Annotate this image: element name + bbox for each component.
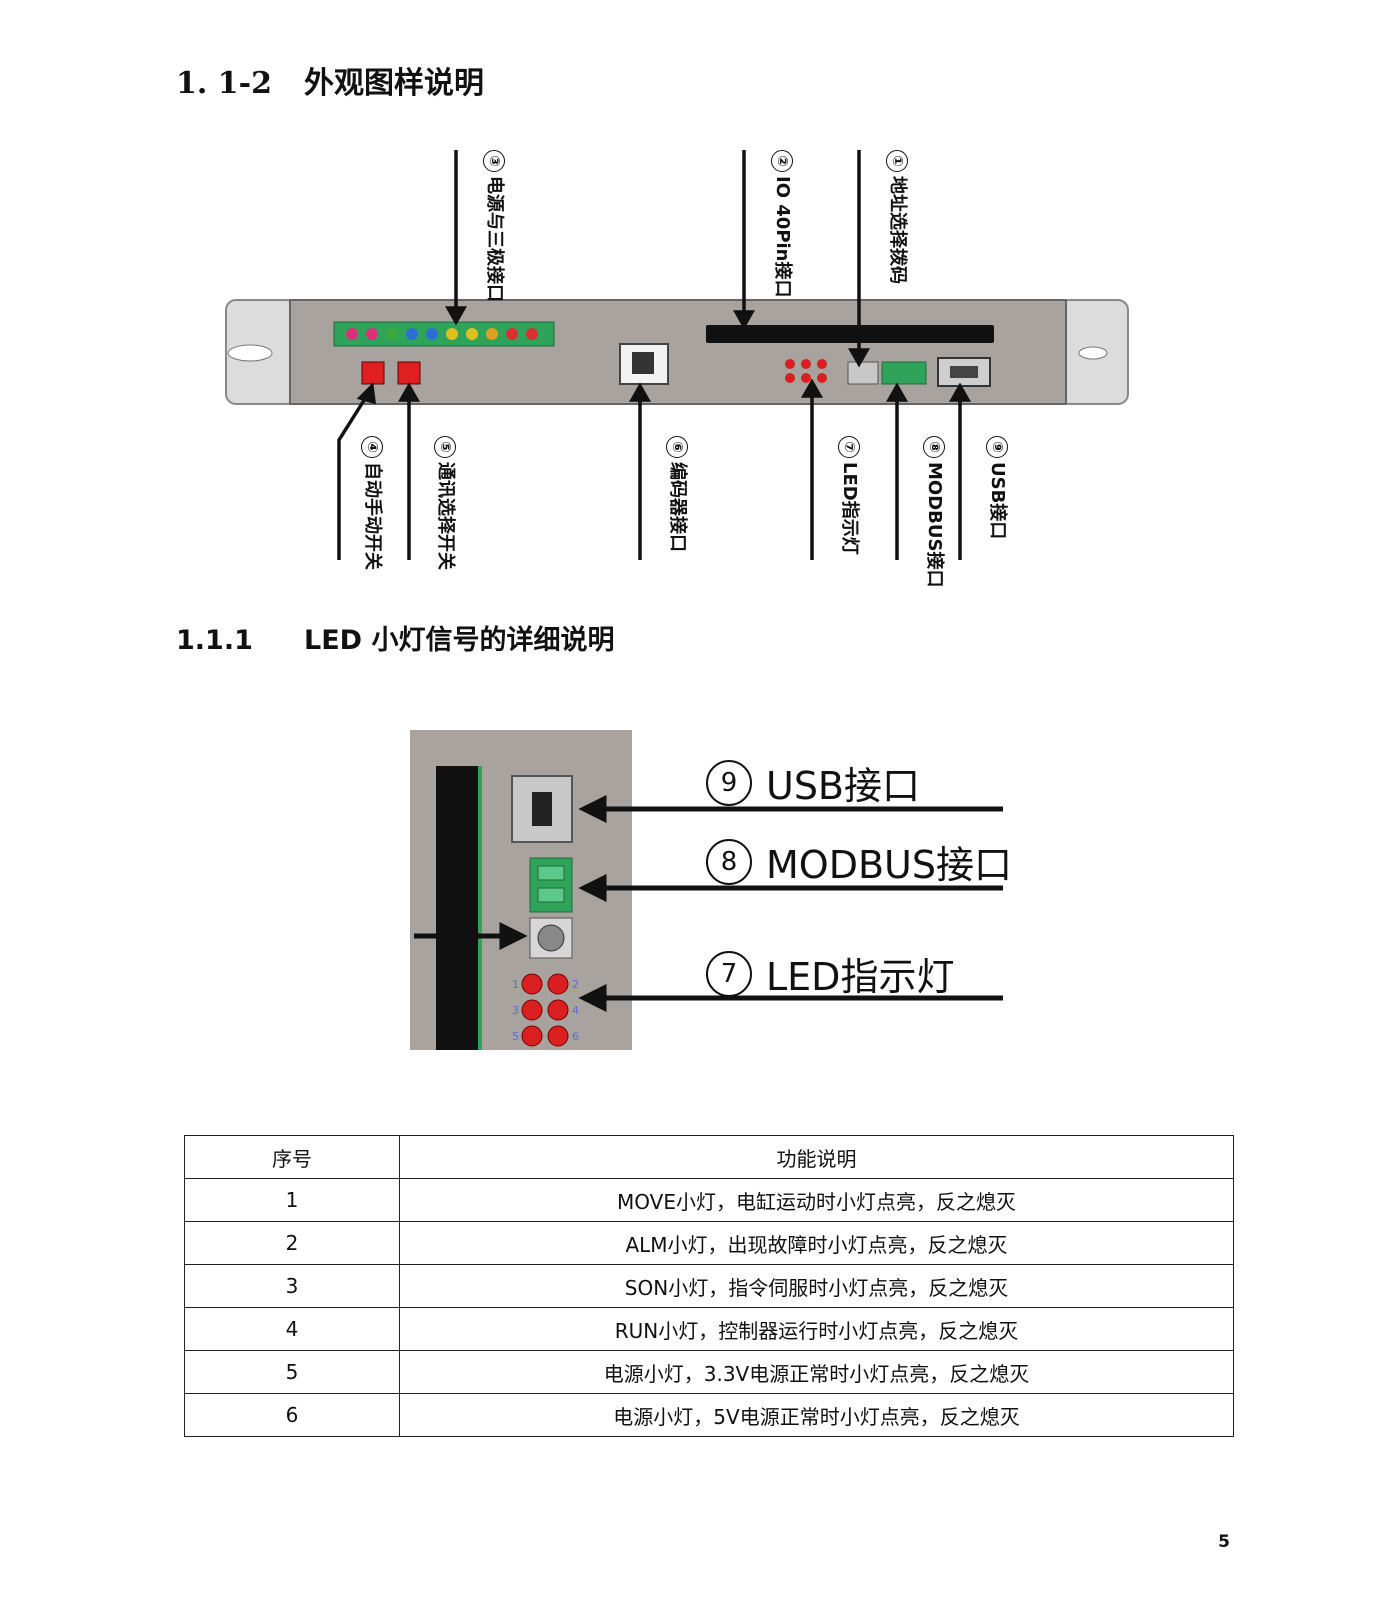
top-callout-lines xyxy=(444,150,871,368)
detail-leds xyxy=(521,973,569,1047)
row-index: 4 xyxy=(184,1307,400,1351)
callout-address-dial: ①地址选择拨码 xyxy=(886,150,908,284)
usb-port xyxy=(937,357,991,387)
svg-text:5: 5 xyxy=(512,1030,519,1043)
table-row: 2 ALM小灯，出现故障时小灯点亮，反之熄灭 xyxy=(184,1221,1234,1265)
row-description: 电源小灯，5V电源正常时小灯点亮，反之熄灭 xyxy=(399,1393,1234,1437)
section-heading-2: 1.1.1 LED 小灯信号的详细说明 xyxy=(176,618,614,657)
row-description: RUN小灯，控制器运行时小灯点亮，反之熄灭 xyxy=(399,1307,1234,1351)
callout-modbus: ⑧MODBUS接口 xyxy=(923,436,945,587)
row-index: 1 xyxy=(184,1178,400,1222)
io-40pin-connector xyxy=(706,325,994,343)
detail-arrows xyxy=(414,794,1003,1013)
svg-text:1: 1 xyxy=(512,978,519,991)
row-index: 3 xyxy=(184,1264,400,1308)
section-number: 1.1.1 xyxy=(176,625,253,656)
section-title: 外观图样说明 xyxy=(304,66,484,101)
led-function-table: 序号 功能说明 1 MOVE小灯，电缸运动时小灯点亮，反之熄灭 2 ALM小灯，… xyxy=(184,1135,1234,1437)
comm-select-switch xyxy=(397,361,421,385)
table-row: 6 电源小灯，5V电源正常时小灯点亮，反之熄灭 xyxy=(184,1393,1234,1437)
row-description: ALM小灯，出现故障时小灯点亮，反之熄灭 xyxy=(399,1221,1234,1265)
callout-comm-select: ⑤通讯选择开关 xyxy=(434,436,456,570)
led-detail-diagram: 1 2 3 4 5 6 xyxy=(410,730,1003,1050)
column-header: 序号 xyxy=(184,1135,400,1179)
row-index: 6 xyxy=(184,1393,400,1437)
table-row: 3 SON小灯，指令伺服时小灯点亮，反之熄灭 xyxy=(184,1264,1234,1308)
callout-led: ⑦LED指示灯 xyxy=(838,436,860,555)
detail-led-numbers: 1 2 3 4 5 6 xyxy=(512,978,579,1043)
callout-encoder: ⑥编码器接口 xyxy=(666,436,688,552)
bottom-callout-lines xyxy=(337,378,972,560)
section-heading-1: 1. 1-2 外观图样说明 xyxy=(176,58,484,102)
svg-text:2: 2 xyxy=(572,978,579,991)
device-front-diagram xyxy=(225,150,1129,560)
svg-text:3: 3 xyxy=(512,1004,519,1017)
usb-port-socket xyxy=(950,366,978,378)
row-description: 电源小灯，3.3V电源正常时小灯点亮，反之熄灭 xyxy=(399,1350,1234,1394)
modbus-terminal xyxy=(881,361,927,385)
right-mount-hole xyxy=(1078,346,1108,360)
table-row: 5 电源小灯，3.3V电源正常时小灯点亮，反之熄灭 xyxy=(184,1350,1234,1394)
callout-io-port: ②IO 40Pin接口 xyxy=(771,150,793,298)
row-index: 2 xyxy=(184,1221,400,1265)
page-number: 5 xyxy=(1218,1532,1230,1552)
svg-text:4: 4 xyxy=(572,1004,579,1017)
callout-auto-manual: ④自动手动开关 xyxy=(361,436,383,570)
table-header-row: 序号 功能说明 xyxy=(184,1135,1234,1179)
callout-power-port: ③电源与三极接口 xyxy=(483,150,505,302)
table-row: 4 RUN小灯，控制器运行时小灯点亮，反之熄灭 xyxy=(184,1307,1234,1351)
section-title: LED 小灯信号的详细说明 xyxy=(304,625,615,656)
svg-text:6: 6 xyxy=(572,1030,579,1043)
front-panel xyxy=(289,299,1067,405)
left-mount-hole xyxy=(227,344,273,362)
terminal-pins xyxy=(346,328,538,340)
detail-usb-port xyxy=(511,775,573,843)
encoder-port-socket xyxy=(632,352,654,374)
detail-connector-strip xyxy=(436,766,482,1050)
row-description: MOVE小灯，电缸运动时小灯点亮，反之熄灭 xyxy=(399,1178,1234,1222)
row-index: 5 xyxy=(184,1350,400,1394)
address-dial xyxy=(847,361,879,385)
led-cluster xyxy=(785,359,827,383)
table-row: 1 MOVE小灯，电缸运动时小灯点亮，反之熄灭 xyxy=(184,1178,1234,1222)
row-description: SON小灯，指令伺服时小灯点亮，反之熄灭 xyxy=(399,1264,1234,1308)
column-header: 功能说明 xyxy=(399,1135,1234,1179)
callout-usb: ⑨USB接口 xyxy=(986,436,1008,539)
section-number: 1. 1-2 xyxy=(176,66,272,101)
auto-manual-switch xyxy=(361,361,385,385)
